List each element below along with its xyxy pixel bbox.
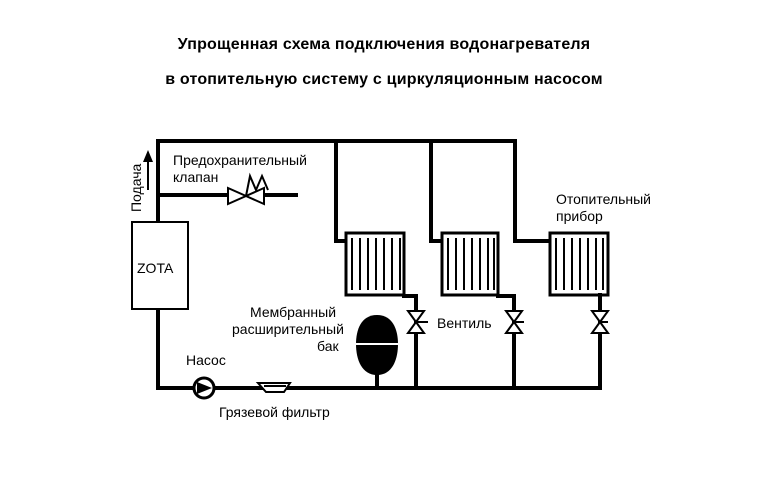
- radiator-2: [440, 231, 516, 302]
- shutoff-valve-3-icon: [590, 310, 610, 334]
- dirt-filter-icon: [255, 382, 292, 393]
- radiator-label-line-1: Отопительный: [556, 191, 651, 207]
- safety-valve-icon: [227, 172, 269, 206]
- tank-label-line-2: расширительный: [232, 321, 344, 337]
- filter-label: Грязевой фильтр: [219, 404, 330, 420]
- water-heater: ZOTA: [131, 221, 189, 310]
- shutoff-valve-1-icon: [406, 310, 428, 334]
- pump-label: Насос: [186, 352, 226, 368]
- radiator-1: [344, 231, 418, 302]
- expansion-tank-icon: [356, 315, 398, 390]
- radiator-label-line-2: прибор: [556, 208, 603, 224]
- radiator-3: [548, 231, 610, 302]
- valve-label: Вентиль: [437, 315, 492, 331]
- diagram-title-line-2: в отопительную систему с циркуляционным …: [165, 71, 603, 88]
- pump-icon: [192, 376, 216, 400]
- supply-label: Подача: [128, 164, 144, 212]
- safety-valve-label-line-1: Предохранительный: [173, 152, 307, 168]
- supply-arrow-icon: [143, 150, 153, 190]
- tank-label-line-1: Мембранный: [250, 304, 336, 320]
- tank-label-line-3: бак: [317, 338, 339, 354]
- safety-valve-label-line-2: клапан: [173, 169, 218, 185]
- heater-brand-label: ZOTA: [137, 260, 174, 276]
- diagram-title-line-1: Упрощенная схема подключения водонагрева…: [177, 36, 591, 53]
- shutoff-valve-2-icon: [504, 310, 524, 334]
